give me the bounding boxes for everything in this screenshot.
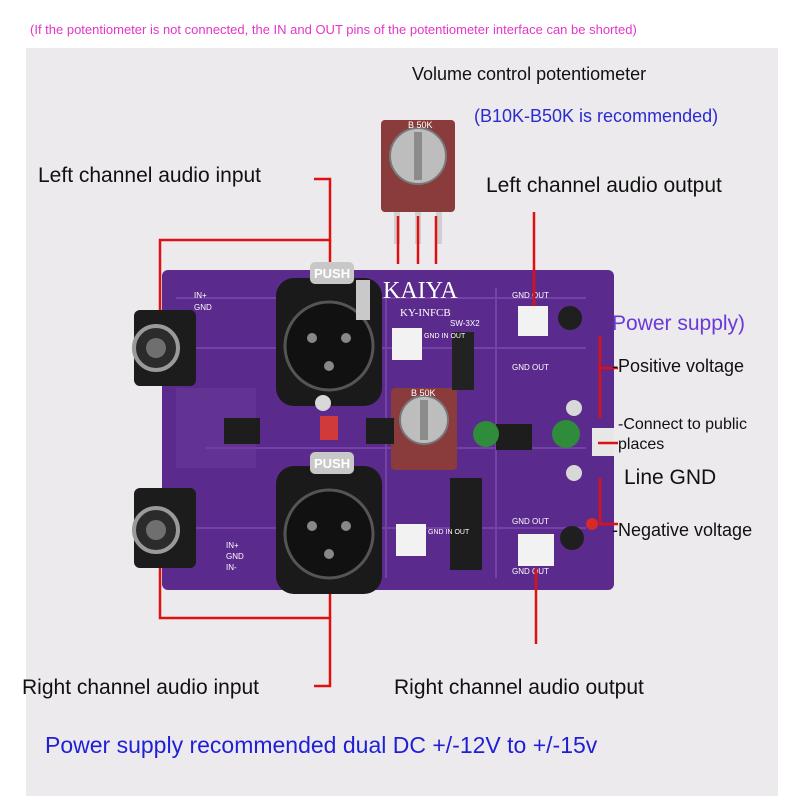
pcb-brand: KAIYA <box>383 278 458 304</box>
right-xlr-connector: PUSH <box>276 452 382 594</box>
label-positive-voltage: -Positive voltage <box>612 356 745 376</box>
jst-pin-label: GND IN OUT <box>428 529 470 536</box>
in-minus-bottom: IN- <box>226 563 237 572</box>
gnd-bottom: GND <box>226 552 244 561</box>
label-power-supply: Power supply) <box>612 312 746 335</box>
label-negative-voltage: -Negative voltage <box>612 520 753 540</box>
volume-potentiometer-bottom: B 50K <box>391 388 457 470</box>
slide-switch: SW-3X2 <box>450 319 482 570</box>
label-right-input: Right channel audio input <box>22 676 260 699</box>
pot-value-label: B 50K <box>408 120 433 130</box>
jst-connectors: GND OUT GND OUT GND OUT GND OUT GND IN O… <box>392 291 554 576</box>
pcb-model: KY-INFCB <box>400 307 451 319</box>
left-xlr-connector: PUSH <box>276 262 382 406</box>
product-photo: KAIYA KY-INFCB PUSH PUSH <box>26 48 778 796</box>
right-phone-jack <box>132 488 196 568</box>
in-plus-bottom: IN+ <box>226 541 239 550</box>
gnd-out-left-top: GND OUT <box>512 291 549 300</box>
footer-power-note: Power supply recommended dual DC +/-12V … <box>45 732 598 758</box>
gnd-out-right-bottom: GND OUT <box>512 567 549 576</box>
gnd-out-left-bottom: GND OUT <box>512 363 549 372</box>
amplifier-board-illustration: KAIYA KY-INFCB PUSH PUSH <box>132 120 618 688</box>
label-left-output: Left channel audio output <box>486 174 722 197</box>
label-pot-recommend: (B10K-B50K is recommended) <box>474 106 719 126</box>
gnd-top: GND <box>194 303 212 312</box>
pot-value-label: B 50K <box>411 388 436 398</box>
label-connect-public: -Connect to public <box>618 416 747 433</box>
left-phone-jack <box>132 310 196 386</box>
label-places: places <box>618 436 665 453</box>
in-plus-top: IN+ <box>194 291 207 300</box>
label-volume-pot: Volume control potentiometer <box>412 64 647 84</box>
label-left-input: Left channel audio input <box>38 164 262 187</box>
xlr-push-label: PUSH <box>314 456 350 471</box>
jst-pin-label: GND IN OUT <box>424 333 466 340</box>
xlr-push-label: PUSH <box>314 266 350 281</box>
label-line-gnd: Line GND <box>624 466 717 489</box>
switch-label: SW-3X2 <box>450 319 480 328</box>
gnd-out-right-top: GND OUT <box>512 517 549 526</box>
label-right-output: Right channel audio output <box>394 676 644 699</box>
leader-lines <box>158 177 618 688</box>
electronic-components <box>176 280 614 550</box>
header-note: (If the potentiometer is not connected, … <box>30 22 637 37</box>
